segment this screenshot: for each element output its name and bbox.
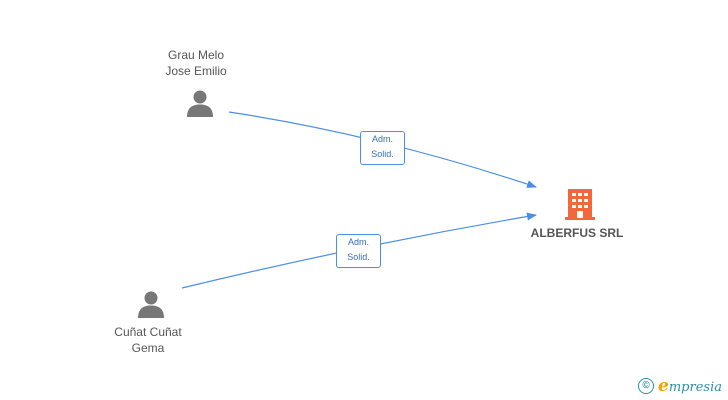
person-1-name-line1: Grau Melo xyxy=(167,48,225,62)
edge-badge-line1: Adm. xyxy=(347,237,369,247)
edge-badge-line1: Adm. xyxy=(371,134,393,144)
footer-brand[interactable]: © empresia xyxy=(638,376,722,396)
person-2-name-line1: Cuñat Cuñat xyxy=(114,325,182,339)
person-1-name-line2: Jose Emilio xyxy=(165,64,227,78)
brand-rest: mpresia xyxy=(668,380,722,395)
edge-badge-person-1[interactable]: Adm. Solid. xyxy=(360,131,405,165)
brand-initial: e xyxy=(658,376,669,396)
person-icon[interactable] xyxy=(185,88,215,118)
building-icon[interactable] xyxy=(564,186,596,220)
person-2-name-line2: Gema xyxy=(131,341,165,355)
copyright-icon: © xyxy=(638,378,655,394)
edge-badge-line2: Solid. xyxy=(347,252,370,262)
person-icon[interactable] xyxy=(136,289,166,319)
person-2-label[interactable]: Cuñat Cuñat Gema xyxy=(98,324,198,356)
edge-badge-line2: Solid. xyxy=(371,149,394,159)
brand-logo: empresia xyxy=(658,376,722,396)
edge-badge-person-2[interactable]: Adm. Solid. xyxy=(336,234,381,268)
company-name[interactable]: ALBERFUS SRL xyxy=(530,226,624,240)
person-1-label[interactable]: Grau Melo Jose Emilio xyxy=(146,47,246,79)
